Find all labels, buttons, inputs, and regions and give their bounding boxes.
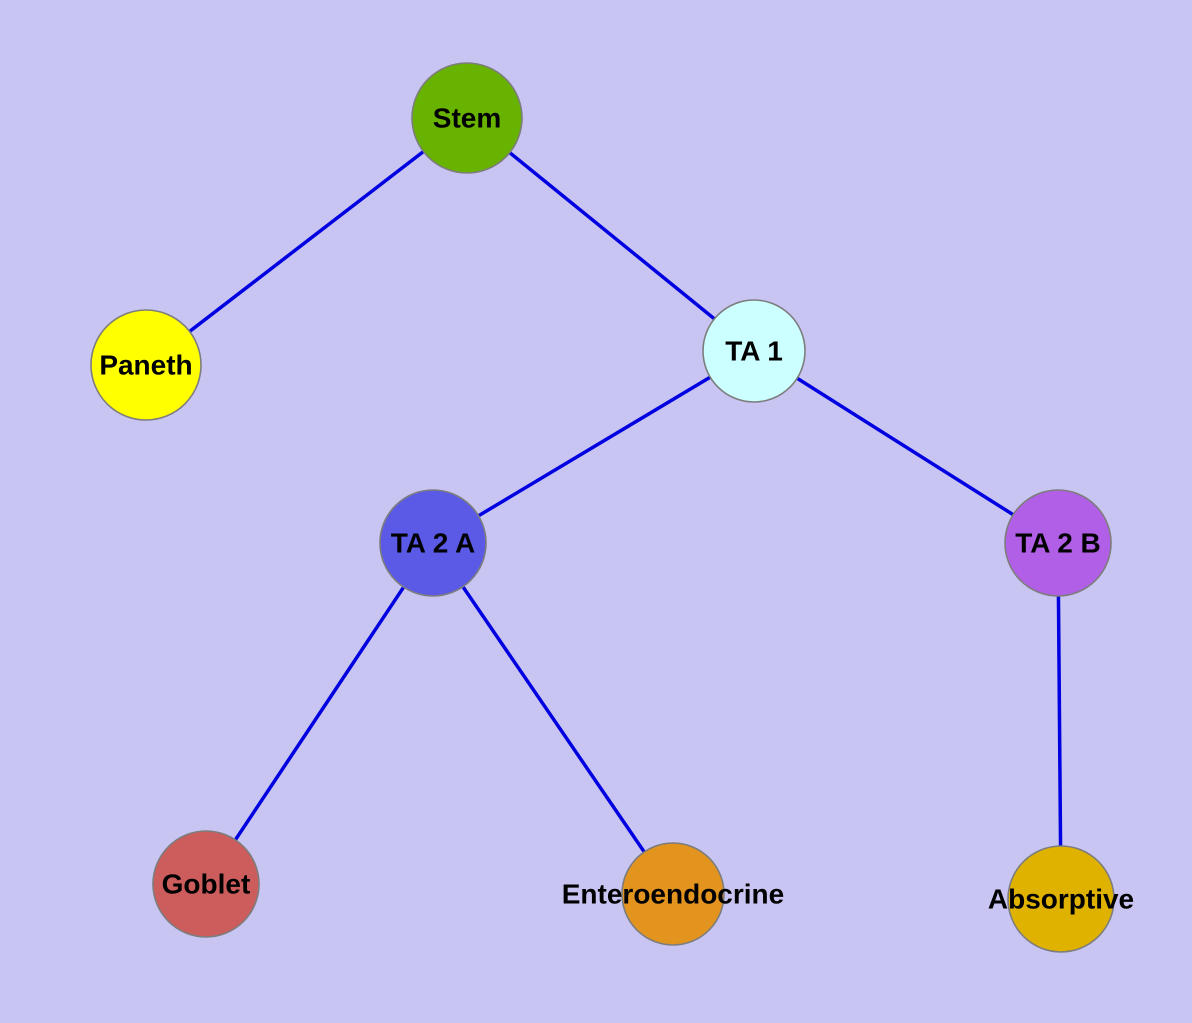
node-circle-ta1[interactable] (702, 299, 806, 403)
node-paneth[interactable]: Paneth (90, 309, 202, 421)
node-ta1[interactable]: TA 1 (702, 299, 806, 403)
edge-ta1-ta2b (753, 349, 1059, 545)
node-circle-paneth[interactable] (90, 309, 202, 421)
node-absorptive[interactable]: Absorptive (988, 845, 1134, 953)
edge-ta2b-absorptive (1056, 542, 1063, 900)
node-stem[interactable]: Stem (411, 62, 523, 174)
edge-ta2a-goblet (204, 542, 435, 885)
node-enteroendocrine[interactable]: Enteroendocrine (562, 842, 784, 946)
edge-ta2a-enteroendocrine (431, 542, 675, 895)
node-circle-ta2a[interactable] (379, 489, 487, 597)
edge-ta1-ta2a (432, 349, 755, 545)
node-circle-goblet[interactable] (152, 830, 260, 938)
node-goblet[interactable]: Goblet (152, 830, 260, 938)
edge-stem-paneth (144, 116, 469, 367)
node-ta2b[interactable]: TA 2 B (1004, 489, 1112, 597)
node-circle-stem[interactable] (411, 62, 523, 174)
node-ta2a[interactable]: TA 2 A (379, 489, 487, 597)
node-circle-absorptive[interactable] (1007, 845, 1115, 953)
node-circle-enteroendocrine[interactable] (621, 842, 725, 946)
node-circle-ta2b[interactable] (1004, 489, 1112, 597)
edge-stem-ta1 (465, 116, 756, 353)
